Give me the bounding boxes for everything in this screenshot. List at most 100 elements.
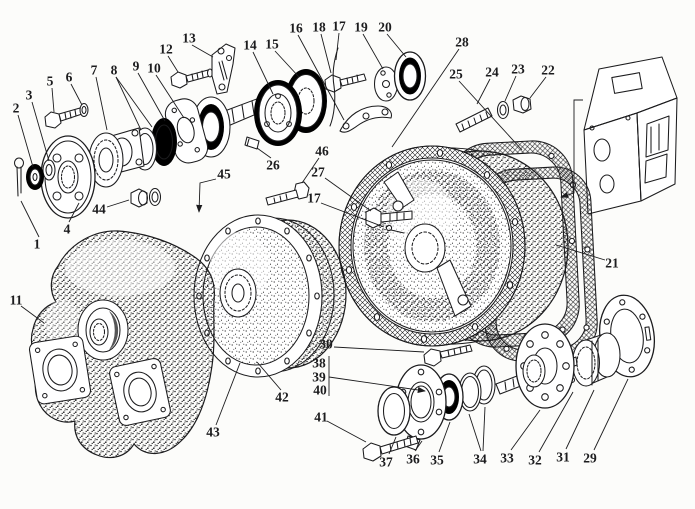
- callout-44-44: 44: [92, 202, 106, 217]
- callout-14-13: 14: [243, 38, 257, 53]
- leader-line-18-0: [320, 33, 332, 74]
- bolt-12: [170, 68, 214, 89]
- callout-28-28: 28: [455, 35, 469, 50]
- leader-line-8-1: [115, 76, 153, 128]
- leader-line-26-0: [256, 147, 272, 159]
- leader-line-42-0: [256, 361, 282, 391]
- leader-line-25-0: [458, 80, 523, 151]
- hub-nut-44: [130, 188, 149, 208]
- callout-2-1: 2: [13, 101, 20, 116]
- ball-bearing-20: [393, 51, 427, 101]
- shim-rings-34: [458, 365, 496, 412]
- callout-17-27: 17: [307, 191, 321, 206]
- leader-line-17-0: [335, 32, 340, 61]
- leader-line-12-0: [167, 55, 179, 73]
- leader-line-43-0: [215, 362, 241, 426]
- leader-line-17-0: [320, 202, 385, 228]
- leader-line-22-0: [529, 76, 547, 99]
- leader-line-3-0: [31, 101, 50, 162]
- lower-axle-assembly: [362, 294, 655, 462]
- leader-line-2-0: [17, 114, 34, 168]
- pinion-gear-14: [254, 80, 302, 146]
- leader-line-14-0: [252, 51, 274, 95]
- leader-line-46-0: [301, 157, 320, 184]
- upper-shaft-assembly: [13, 43, 532, 219]
- leader-line-13-0: [191, 44, 214, 58]
- leader-line-16-0: [297, 34, 345, 121]
- callout-21-20: 21: [605, 256, 619, 271]
- callout-46-46: 46: [315, 144, 329, 159]
- housing-opening-left: [28, 335, 92, 405]
- leader-line-1-0: [20, 200, 40, 238]
- leader-line-44-0: [106, 199, 130, 208]
- side-cover: [193, 214, 347, 378]
- leader-line-28-0: [391, 48, 460, 148]
- leader-lines: [17, 32, 629, 455]
- callout-15-14: 15: [265, 37, 279, 52]
- callout-42-42: 42: [275, 390, 289, 405]
- callout-43-43: 43: [206, 425, 220, 440]
- leader-line-41-0: [326, 420, 367, 443]
- lock-wire-17: [329, 47, 339, 127]
- leader-line-20-0: [386, 33, 407, 58]
- splined-coupling-7: [88, 132, 124, 188]
- leader-line-27-0: [324, 177, 372, 212]
- leader-line-19-0: [362, 33, 384, 70]
- callout-4-3: 4: [64, 222, 71, 237]
- leader-line-34-0: [468, 413, 482, 452]
- callout-3-2: 3: [26, 88, 33, 103]
- callout-41-41: 41: [314, 410, 328, 425]
- callout-26-25: 26: [266, 158, 280, 173]
- callout-35-35: 35: [430, 453, 444, 468]
- callout-33-33: 33: [500, 451, 514, 466]
- callout-16-15: 16: [289, 21, 303, 36]
- callout-31-31: 31: [556, 450, 570, 465]
- leader-line-45-0: [196, 178, 217, 213]
- callout-8-7: 8: [111, 63, 118, 78]
- callout-9-8: 9: [133, 59, 140, 74]
- leader-line-33-0: [510, 409, 541, 451]
- cotter-pin-1: [13, 157, 25, 197]
- castellated-nut-2: [26, 164, 44, 190]
- washer-3: [42, 159, 56, 181]
- leader-line-9-0: [137, 72, 166, 122]
- callout-39-39: 39: [312, 370, 326, 385]
- axle-housing: [28, 230, 215, 459]
- leader-line-36-0: [414, 440, 423, 452]
- callout-1-0: 1: [34, 237, 41, 252]
- callout-22-21: 22: [541, 63, 555, 78]
- callout-36-36: 36: [406, 452, 420, 467]
- callout-17-17: 17: [332, 19, 346, 34]
- construction-line-0: [560, 99, 583, 198]
- callout-25-24: 25: [449, 67, 463, 82]
- callout-24-23: 24: [485, 65, 499, 80]
- leader-line-4-0: [68, 202, 80, 223]
- callout-32-32: 32: [528, 453, 542, 468]
- washer-45: [148, 187, 162, 207]
- triangular-bracket-13: [211, 43, 236, 95]
- stud-24: [455, 107, 493, 133]
- leader-line-32-0: [538, 391, 574, 453]
- callout-20-19: 20: [378, 20, 392, 35]
- housing-opening-top: [77, 299, 129, 361]
- leader-line-10-0: [155, 74, 185, 119]
- bolt-41: [362, 435, 419, 462]
- callout-11-10: 11: [10, 293, 23, 308]
- leader-line-11-0: [20, 305, 45, 324]
- bolt-46: [265, 181, 310, 206]
- leader-line-37-0: [388, 436, 397, 455]
- leader-line-24-0: [476, 78, 491, 105]
- callout-23-22: 23: [511, 62, 525, 77]
- cotter-pin-17-inner: [385, 224, 405, 234]
- leader-line-29-0: [593, 378, 629, 451]
- callout-6-5: 6: [66, 70, 73, 85]
- leader-line-7-0: [95, 76, 108, 131]
- callout-34-34: 34: [473, 452, 487, 467]
- callout-37-37: 37: [379, 455, 393, 470]
- transmission-housing-block: [583, 56, 678, 215]
- nut-22: [512, 95, 532, 114]
- leader-line-23-0: [504, 75, 517, 102]
- housing-opening-bottom: [109, 358, 171, 426]
